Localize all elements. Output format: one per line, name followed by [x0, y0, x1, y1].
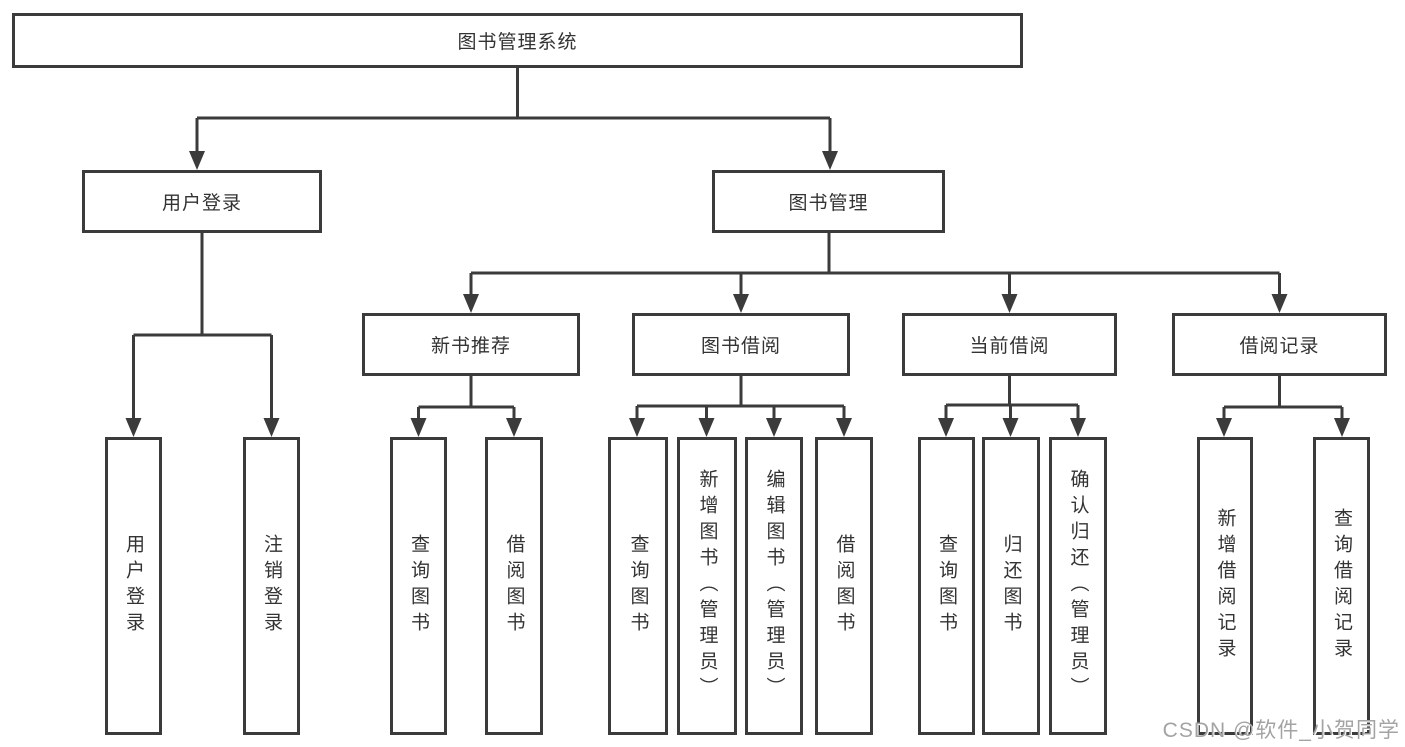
arrowhead-new-book-recommendation — [463, 294, 479, 313]
arrowhead-leaf-borrow-books-1 — [506, 418, 522, 437]
node-leaf-user-login: 用户登录 — [105, 437, 162, 735]
node-borrowing-records: 借阅记录 — [1172, 313, 1387, 376]
node-leaf-logout-label: 注销登录 — [261, 534, 282, 638]
arrowhead-leaf-add-borrow-record — [1216, 418, 1232, 437]
node-leaf-query-books-1-label: 查询图书 — [408, 534, 429, 638]
arrowhead-current-borrowing — [1001, 294, 1018, 313]
edge-root — [195, 68, 832, 152]
node-leaf-confirm-return-admin-label: 确认归还（管理员） — [1067, 469, 1089, 703]
arrowhead-leaf-query-borrow-record — [1334, 418, 1350, 437]
edge-user-login — [132, 233, 273, 420]
arrowhead-leaf-user-login — [125, 418, 142, 437]
node-leaf-return-books: 归还图书 — [982, 437, 1040, 735]
arrowhead-leaf-query-books-2 — [629, 418, 645, 437]
node-borrowing-records-label: 借阅记录 — [1239, 336, 1320, 357]
node-leaf-query-books-2: 查询图书 — [608, 437, 668, 735]
edge-book-management — [469, 233, 1281, 296]
edge-new-book-recommendation — [417, 376, 516, 420]
edge-book-borrowing — [635, 376, 846, 420]
node-leaf-query-books-2-label: 查询图书 — [627, 534, 649, 638]
arrowhead-leaf-return-books — [1002, 418, 1019, 437]
node-user-login-label: 用户登录 — [161, 193, 242, 214]
arrowhead-borrowing-records — [1271, 294, 1288, 313]
arrowhead-leaf-logout — [263, 418, 280, 437]
node-leaf-borrow-books-2-label: 借阅图书 — [833, 534, 855, 638]
arrowhead-leaf-confirm-return — [1070, 418, 1086, 437]
node-leaf-add-borrow-record-label: 新增借阅记录 — [1214, 508, 1236, 664]
node-leaf-query-books-3: 查询图书 — [918, 437, 975, 735]
node-leaf-borrow-books-1-label: 借阅图书 — [503, 534, 525, 638]
node-library-management-system: 图书管理系统 — [12, 13, 1023, 68]
node-user-login: 用户登录 — [82, 170, 322, 233]
node-leaf-query-borrow-record: 查询借阅记录 — [1313, 437, 1370, 735]
node-leaf-logout: 注销登录 — [243, 437, 300, 735]
edge-current-borrowing — [944, 376, 1080, 420]
arrowhead-user-login — [189, 151, 205, 170]
node-leaf-query-books-1: 查询图书 — [390, 437, 447, 735]
node-leaf-return-books-label: 归还图书 — [1000, 534, 1022, 638]
arrowhead-leaf-query-books-3 — [938, 418, 954, 437]
node-leaf-add-books-admin-label: 新增图书（管理员） — [696, 469, 718, 703]
node-book-borrowing: 图书借阅 — [632, 313, 850, 376]
node-leaf-edit-books-admin: 编辑图书（管理员） — [745, 437, 803, 735]
arrowhead-book-borrowing — [733, 294, 749, 313]
node-leaf-borrow-books-2: 借阅图书 — [815, 437, 873, 735]
arrowhead-leaf-borrow-books-2 — [836, 418, 852, 437]
node-book-management-label: 图书管理 — [788, 193, 869, 214]
node-new-book-recommendation: 新书推荐 — [362, 313, 580, 376]
node-leaf-user-login-label: 用户登录 — [123, 534, 144, 638]
node-library-management-system-label: 图书管理系统 — [457, 32, 578, 53]
node-leaf-query-borrow-record-label: 查询借阅记录 — [1331, 508, 1352, 664]
edge-borrowing-records — [1222, 376, 1344, 420]
arrowhead-book-management — [822, 151, 838, 170]
node-leaf-add-books-admin: 新增图书（管理员） — [677, 437, 737, 735]
node-leaf-confirm-return-admin: 确认归还（管理员） — [1049, 437, 1107, 735]
node-current-borrowing-label: 当前借阅 — [969, 336, 1050, 357]
node-leaf-edit-books-admin-label: 编辑图书（管理员） — [763, 469, 785, 703]
csdn-watermark: CSDN @软件_小贺同学 — [1162, 719, 1400, 742]
arrowhead-leaf-add-books — [698, 418, 715, 437]
node-new-book-recommendation-label: 新书推荐 — [430, 336, 511, 357]
node-book-management: 图书管理 — [712, 170, 945, 233]
node-leaf-borrow-books-1: 借阅图书 — [485, 437, 543, 735]
node-leaf-query-books-3-label: 查询图书 — [936, 534, 957, 638]
node-current-borrowing: 当前借阅 — [902, 313, 1117, 376]
node-book-borrowing-label: 图书借阅 — [700, 336, 781, 357]
node-leaf-add-borrow-record: 新增借阅记录 — [1197, 437, 1253, 735]
arrowhead-leaf-edit-books — [766, 418, 782, 437]
arrowhead-leaf-query-books-1 — [410, 418, 427, 437]
